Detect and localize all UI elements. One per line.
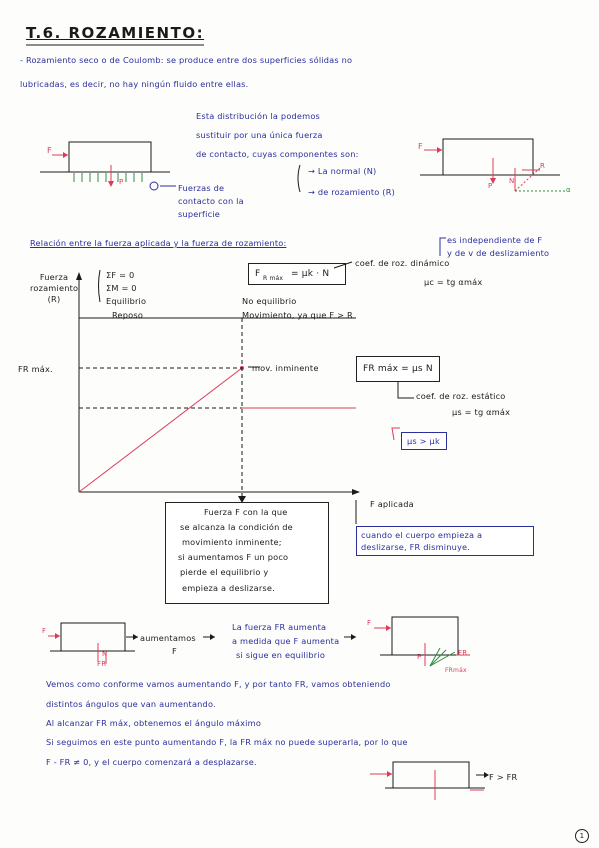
no-equilibrium-label: No equilibrio xyxy=(242,296,297,306)
bottom-line-2: distintos ángulos que van aumentando. xyxy=(46,699,216,709)
fig2-block-diagrams xyxy=(48,616,470,667)
fig2-note-3: si sigue en equilibrio xyxy=(236,650,326,660)
fig1b-block-diagram xyxy=(420,138,566,192)
fig2-increase-label: aumentamos xyxy=(140,633,196,643)
explain-line-2: se alcanza la condición de xyxy=(180,522,293,532)
kinetic-formula-sub: R máx xyxy=(263,275,284,282)
fig1-p-label: P xyxy=(119,178,124,186)
fig1-note-2: sustituir por una única fuerza xyxy=(196,130,323,140)
fig2-note-1: La fuerza FR aumenta xyxy=(232,622,327,632)
imminent-motion-label: mov. inminente xyxy=(252,363,319,373)
relation-heading: Relación entre la fuerza aplicada y la f… xyxy=(30,238,287,248)
coef-dynamic-label: coef. de roz. dinámico xyxy=(355,258,450,268)
fig1b-r-label: R xyxy=(540,162,546,170)
fig2b-fr-label: FR xyxy=(458,649,468,657)
fig1-component-friction: → de rozamiento (R) xyxy=(308,187,395,197)
kinetic-formula-rhs: = μk · N xyxy=(291,269,330,279)
tan-dynamic: μc = tg αmáx xyxy=(424,277,483,287)
fig2-n-label: N xyxy=(102,650,108,658)
fig1-component-normal: → La normal (N) xyxy=(308,166,377,176)
bottom-line-4: Si seguimos en este punto aumentando F, … xyxy=(46,737,408,747)
coef-static-pointer xyxy=(397,382,414,399)
fig2-note-2: a medida que F aumenta xyxy=(232,636,340,646)
inequality-marker xyxy=(391,427,400,441)
static-formula-box: FR máx = μs N xyxy=(356,356,440,382)
equilibrium-brace xyxy=(98,269,101,303)
fig1-f-label: F xyxy=(47,145,52,155)
fig1b-p-label: P xyxy=(488,182,493,190)
indep-arrow xyxy=(439,237,446,256)
movement-label: Movimiento, ya que F > R xyxy=(242,310,353,320)
fig1-block xyxy=(68,141,152,173)
fig2b-p-label: P xyxy=(417,653,422,661)
explain-line-5: pierde el equilibrio y xyxy=(180,567,269,577)
fig2-f-under: F xyxy=(172,646,177,656)
fig3-block-diagram xyxy=(370,761,489,800)
fig1b-block xyxy=(442,138,534,176)
friction-graph xyxy=(76,272,414,524)
fig1b-f-label: F xyxy=(418,141,423,151)
fig1-note-1: Esta distribución la podemos xyxy=(196,111,321,121)
indep-note-1: es independiente de F xyxy=(447,235,543,245)
fig2-fr-label: FR xyxy=(97,660,107,668)
inequality-box: μs > μk xyxy=(401,432,447,450)
page-number: 1 xyxy=(575,829,589,843)
fig1-block-diagram xyxy=(40,141,301,193)
fig2b-frmax-label: FRmáx xyxy=(445,667,467,674)
equilibrium-label: Equilibrio xyxy=(106,296,147,306)
x-axis-label: F aplicada xyxy=(370,499,414,509)
intro-line-1: - Rozamiento seco o de Coulomb: se produ… xyxy=(20,55,353,65)
intro-line-2: lubricadas, es decir, no hay ningún flui… xyxy=(20,79,249,89)
bottom-line-5: F - FR ≠ 0, y el cuerpo comenzará a desp… xyxy=(46,757,257,767)
static-formula: FR máx = μs N xyxy=(363,364,433,374)
side-note-box: cuando el cuerpo empieza a deslizarse, F… xyxy=(356,526,534,556)
fig1-forces-label-3: superficie xyxy=(178,209,221,219)
fig1-forces-label-1: Fuerzas de xyxy=(178,183,225,193)
eq-sum-moments: ΣM = 0 xyxy=(106,283,137,293)
fig2-f-label: F xyxy=(42,627,47,635)
fig1b-alpha-label: α xyxy=(566,186,571,194)
rest-label: Reposo xyxy=(112,310,144,320)
side-note-line-2: deslizarse, FR disminuye. xyxy=(361,542,471,552)
fig2-block-1 xyxy=(60,622,126,652)
coef-dyn-pointer xyxy=(333,261,353,269)
explain-line-3: movimiento inminente; xyxy=(182,537,282,547)
bottom-line-1: Vemos como conforme vamos aumentando F, … xyxy=(46,679,391,689)
eq-sum-forces: ΣF = 0 xyxy=(106,270,135,280)
graph-friction-ramp xyxy=(78,367,243,493)
explain-line-1: Fuerza F con la que xyxy=(204,507,288,517)
fig2b-f-label: F xyxy=(367,619,372,627)
fig3-block xyxy=(392,761,470,789)
fig1-note-3: de contacto, cuyas componentes son: xyxy=(196,149,359,159)
kinetic-formula-box: F R máx = μk · N xyxy=(248,263,346,285)
y-axis-label: Fuerza rozamiento (R) xyxy=(30,272,79,304)
fig1-forces-label-2: contacto con la xyxy=(178,196,244,206)
explanation-box: Fuerza F con la que se alcanza la condic… xyxy=(165,502,329,604)
explain-line-6: empieza a deslizarse. xyxy=(182,583,275,593)
coef-static-label: coef. de roz. estático xyxy=(416,391,506,401)
indep-note-2: y de v de deslizamiento xyxy=(447,248,550,258)
fig1-contact-forces xyxy=(73,173,143,182)
f-gt-fr: F > FR xyxy=(489,772,518,782)
explain-line-4: si aumentamos F un poco xyxy=(178,552,289,562)
inequality: μs > μk xyxy=(407,436,440,446)
page-title: T.6. ROZAMIENTO: xyxy=(26,24,205,42)
fig1-brace xyxy=(297,164,301,193)
fig1b-n-label: N xyxy=(509,177,515,185)
bottom-line-3: Al alcanzar FR máx, obtenemos el ángulo … xyxy=(46,718,262,728)
fig1-callout-circle xyxy=(149,181,159,191)
fr-max-label: FR máx. xyxy=(18,364,53,374)
side-note-line-1: cuando el cuerpo empieza a xyxy=(361,530,483,540)
tan-static: μs = tg αmáx xyxy=(452,407,511,417)
kinetic-formula-f: F xyxy=(255,269,261,279)
